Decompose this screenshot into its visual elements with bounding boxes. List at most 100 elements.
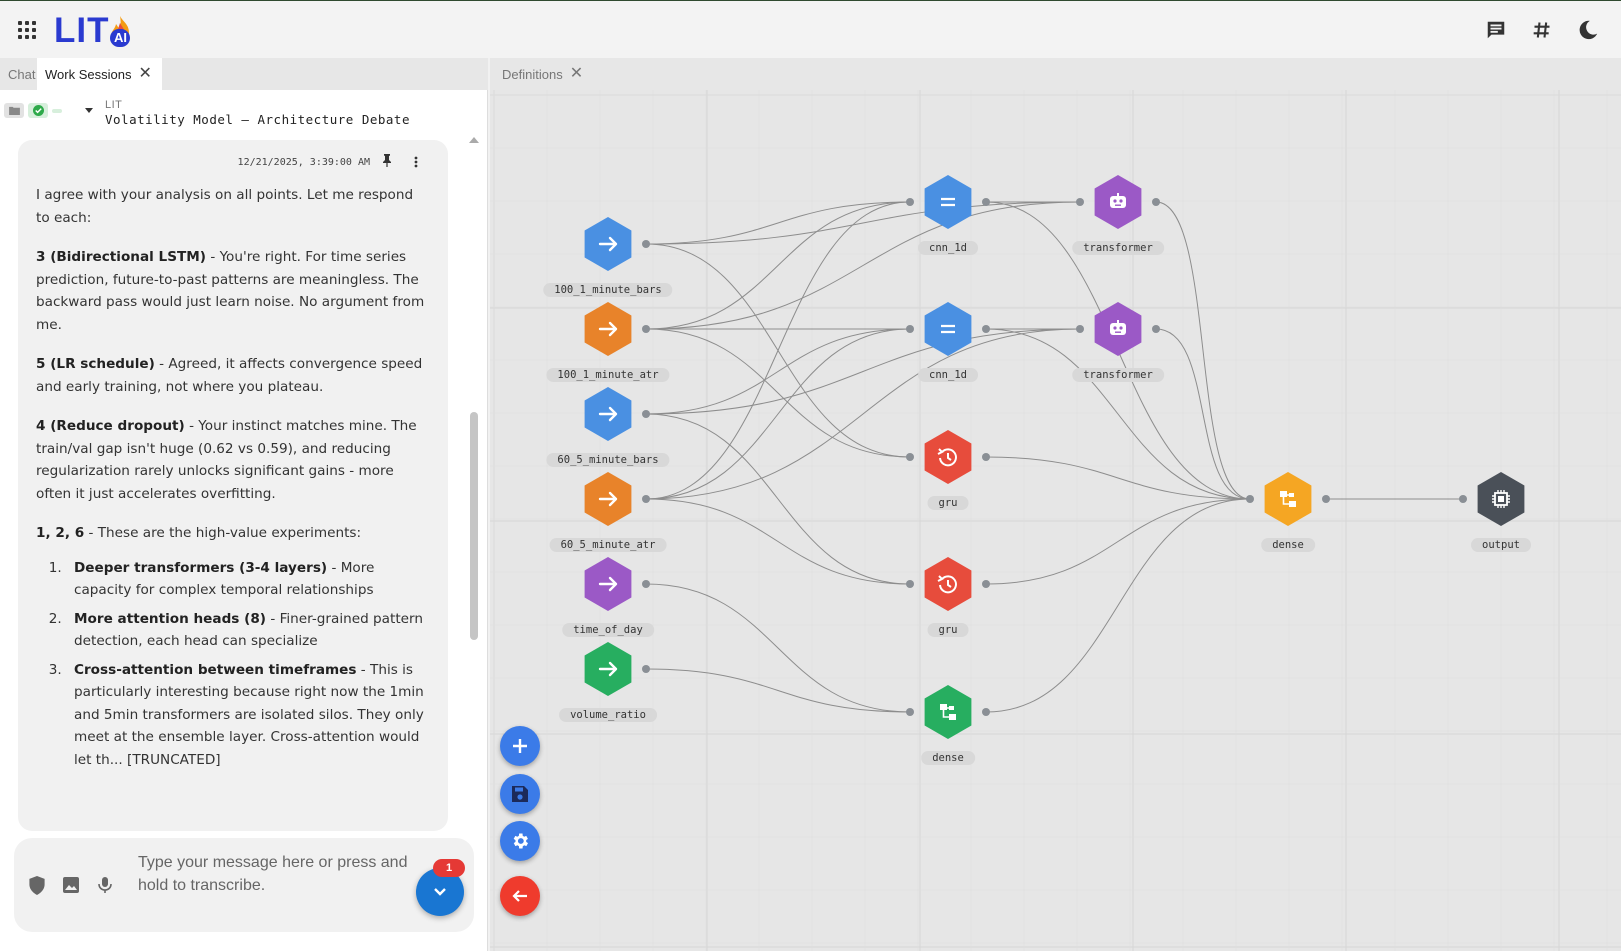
graph-edge[interactable] bbox=[985, 498, 1251, 713]
check-circle-icon[interactable] bbox=[28, 103, 48, 118]
image-icon[interactable] bbox=[62, 876, 80, 900]
save-icon bbox=[512, 786, 528, 802]
output-port[interactable] bbox=[982, 198, 990, 206]
output-port[interactable] bbox=[1152, 325, 1160, 333]
arrow-right-icon bbox=[598, 406, 618, 422]
graph-node-tr2[interactable] bbox=[1076, 302, 1160, 356]
history-icon bbox=[937, 575, 957, 594]
tab-definitions[interactable]: Definitions ✕ bbox=[494, 58, 591, 90]
graph-node-cnn1[interactable] bbox=[906, 175, 990, 229]
graph-edge[interactable] bbox=[645, 498, 911, 585]
arrow-right-icon bbox=[598, 321, 618, 337]
graph-edge[interactable] bbox=[645, 583, 911, 713]
graph-edge[interactable] bbox=[985, 456, 1251, 500]
folder-icon[interactable] bbox=[4, 103, 24, 118]
input-port[interactable] bbox=[1076, 325, 1084, 333]
graph-settings-button[interactable] bbox=[500, 821, 540, 861]
pin-icon[interactable] bbox=[382, 154, 392, 172]
apps-grid-icon[interactable] bbox=[18, 21, 36, 39]
add-node-button[interactable] bbox=[500, 726, 540, 766]
graph-node-gru2[interactable] bbox=[906, 557, 990, 611]
node-hexagon[interactable] bbox=[924, 685, 972, 739]
output-port[interactable] bbox=[982, 453, 990, 461]
shield-icon[interactable] bbox=[28, 876, 46, 900]
output-port[interactable] bbox=[982, 325, 990, 333]
graph-node-out[interactable] bbox=[1459, 472, 1525, 526]
app-logo[interactable]: LIT AI bbox=[54, 13, 133, 49]
output-port[interactable] bbox=[642, 495, 650, 503]
graph-edge[interactable] bbox=[1155, 201, 1251, 500]
graph-edge[interactable] bbox=[645, 668, 911, 713]
graph-node-in6[interactable] bbox=[584, 642, 650, 696]
graph-edge[interactable] bbox=[645, 201, 1081, 330]
close-icon[interactable]: ✕ bbox=[138, 65, 152, 82]
input-port[interactable] bbox=[1246, 495, 1254, 503]
output-port[interactable] bbox=[982, 708, 990, 716]
paragraph-text: - These are the high-value experiments: bbox=[84, 525, 362, 541]
graph-node-dense2[interactable] bbox=[1246, 472, 1330, 526]
session-title[interactable]: Volatility Model — Architecture Debate bbox=[105, 112, 410, 127]
chevron-down-icon[interactable] bbox=[85, 108, 93, 113]
output-port[interactable] bbox=[1322, 495, 1330, 503]
graph-edge[interactable] bbox=[645, 201, 911, 245]
graph-edge[interactable] bbox=[645, 328, 911, 415]
graph-edge[interactable] bbox=[645, 328, 911, 458]
graph-edge[interactable] bbox=[645, 201, 911, 330]
output-port[interactable] bbox=[642, 580, 650, 588]
input-port[interactable] bbox=[906, 708, 914, 716]
tab-chat[interactable]: Chat bbox=[0, 58, 43, 90]
graph-edge[interactable] bbox=[985, 328, 1251, 500]
graph-edge[interactable] bbox=[1155, 328, 1251, 500]
node-hexagon[interactable] bbox=[1264, 472, 1312, 526]
graph-edge[interactable] bbox=[985, 498, 1251, 585]
graph-node-in1[interactable] bbox=[584, 217, 650, 271]
chat-icon[interactable] bbox=[1483, 17, 1509, 43]
message-composer[interactable]: Type your message here or press and hold… bbox=[14, 838, 474, 932]
save-graph-button[interactable] bbox=[500, 774, 540, 814]
back-button[interactable] bbox=[500, 876, 540, 916]
microphone-icon[interactable] bbox=[96, 876, 114, 900]
top-app-bar: LIT AI bbox=[0, 0, 1621, 58]
output-port[interactable] bbox=[642, 325, 650, 333]
graph-edge[interactable] bbox=[645, 201, 911, 500]
input-port[interactable] bbox=[906, 453, 914, 461]
node-hexagon[interactable] bbox=[924, 175, 972, 229]
node-hexagon[interactable] bbox=[924, 302, 972, 356]
message-input[interactable]: Type your message here or press and hold… bbox=[138, 854, 408, 894]
tab-work-sessions[interactable]: Work Sessions ✕ bbox=[37, 58, 162, 90]
dark-mode-moon-icon[interactable] bbox=[1575, 17, 1601, 43]
output-port[interactable] bbox=[642, 410, 650, 418]
input-port[interactable] bbox=[1459, 495, 1467, 503]
graph-node-tr1[interactable] bbox=[1076, 175, 1160, 229]
graph-node-gru1[interactable] bbox=[906, 430, 990, 484]
paragraph-heading: 1, 2, 6 bbox=[36, 525, 85, 541]
graph-edge[interactable] bbox=[645, 413, 911, 585]
arrow-right-icon bbox=[598, 491, 618, 507]
close-icon[interactable]: ✕ bbox=[569, 65, 584, 82]
input-port[interactable] bbox=[906, 580, 914, 588]
message-paragraph: 3 (Bidirectional LSTM) - You're right. F… bbox=[36, 246, 431, 336]
more-vert-icon[interactable] bbox=[414, 155, 418, 173]
input-port[interactable] bbox=[906, 325, 914, 333]
node-label: gru bbox=[927, 623, 969, 637]
graph-node-cnn2[interactable] bbox=[906, 302, 990, 356]
graph-node-in5[interactable] bbox=[584, 557, 650, 611]
graph-edge[interactable] bbox=[645, 328, 1081, 500]
graph-node-in2[interactable] bbox=[584, 302, 650, 356]
input-port[interactable] bbox=[1076, 198, 1084, 206]
tab-label: Work Sessions bbox=[45, 66, 132, 82]
output-port[interactable] bbox=[1152, 198, 1160, 206]
graph-node-in3[interactable] bbox=[584, 387, 650, 441]
graph-node-dense1[interactable] bbox=[906, 685, 990, 739]
output-port[interactable] bbox=[642, 240, 650, 248]
output-port[interactable] bbox=[642, 665, 650, 673]
graph-edge[interactable] bbox=[645, 328, 1081, 415]
output-port[interactable] bbox=[982, 580, 990, 588]
scroll-up-arrow-icon[interactable] bbox=[469, 137, 479, 143]
graph-node-in4[interactable] bbox=[584, 472, 650, 526]
chat-scrollbar[interactable] bbox=[470, 412, 478, 640]
hashtag-icon[interactable] bbox=[1529, 17, 1555, 43]
input-port[interactable] bbox=[906, 198, 914, 206]
graph-edge[interactable] bbox=[645, 328, 911, 500]
